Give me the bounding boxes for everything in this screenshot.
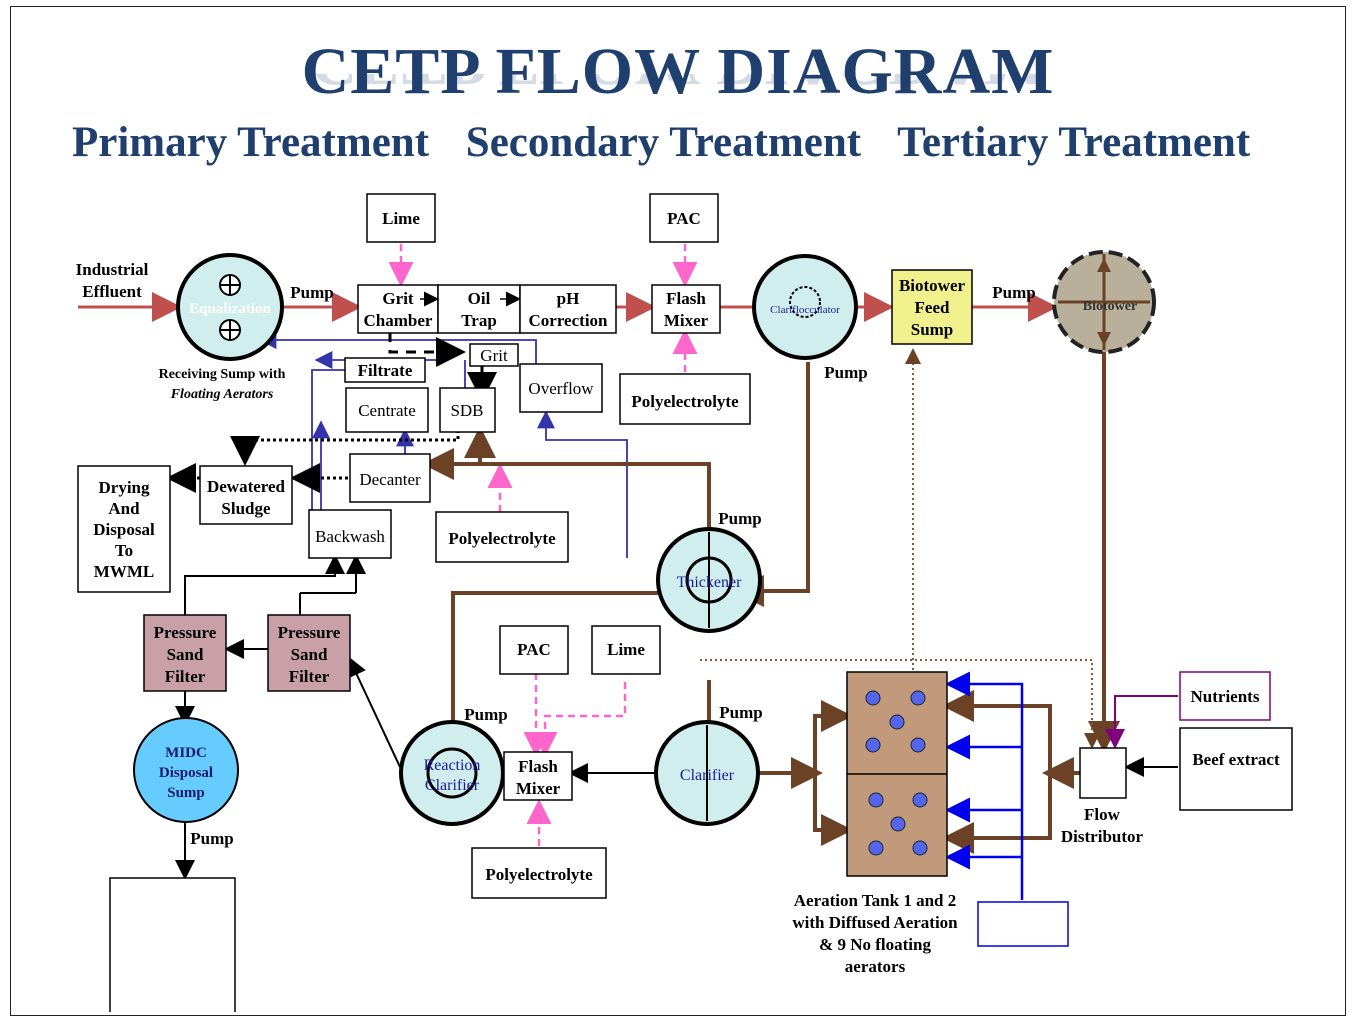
lime-bottom-box [591, 625, 661, 675]
air-source-box [977, 901, 1069, 947]
reaction-clarifier-line2: Clarifier [425, 777, 480, 794]
beef-extract-label: Beef extract [1192, 750, 1280, 769]
pump-clarifier-label: Pump [719, 703, 762, 722]
flow-distributor-box [1079, 747, 1127, 799]
grit-label: Grit [480, 346, 508, 365]
lime-bottom-label: Lime [607, 640, 645, 659]
midc-disposal-sump [133, 717, 239, 823]
pac-top-box [649, 193, 719, 243]
pump-biotower-label: Pump [992, 283, 1035, 302]
equalization-tank [176, 253, 284, 361]
clariflocculator-tank [752, 254, 858, 360]
polyelectrolyte-mid-box [435, 511, 569, 563]
treatment-stages: Primary Treatment Secondary Treatment Te… [72, 118, 1276, 167]
centrate-label: Centrate [358, 401, 416, 420]
aeration-tank [846, 671, 948, 877]
decanter-label: Decanter [359, 470, 421, 489]
overflow-box [519, 363, 603, 413]
polyelectrolyte-bottom-box [471, 847, 607, 899]
filtrate-label: Filtrate [358, 361, 413, 380]
stage-primary: Primary Treatment [72, 119, 430, 166]
final-outlet-box [109, 877, 236, 1012]
nutrients-label: Nutrients [1191, 687, 1260, 706]
reaction-clarifier-line1: Reaction [424, 757, 481, 774]
pac-bottom-box [499, 625, 569, 675]
sdb-box [439, 387, 496, 433]
sdb-label: SDB [450, 401, 483, 420]
biotower-label: Biotower [1083, 299, 1137, 314]
decanter-box [349, 453, 431, 503]
stage-tertiary: Tertiary Treatment [897, 119, 1251, 166]
backwash-box [308, 509, 392, 559]
pump-label-1: Pump [290, 283, 333, 302]
polyelectrolyte-mid-label: Polyelectrolyte [448, 529, 556, 548]
flash-mixer-top-box [651, 284, 721, 334]
psf-right-box [267, 614, 351, 692]
biotower-tank [1052, 250, 1156, 354]
pac-bottom-label: PAC [517, 640, 551, 659]
lime-top-box [366, 193, 436, 243]
flash-mixer-bottom-box [503, 751, 573, 801]
pump-thickener-label: Pump [718, 509, 761, 528]
polyelectrolyte-top-label: Polyelectrolyte [631, 392, 739, 411]
drying-box [77, 465, 171, 593]
chemical-dosing-lines [388, 244, 698, 846]
reaction-clarifier-tank [399, 720, 505, 826]
polyelectrolyte-bottom-label: Polyelectrolyte [485, 865, 593, 884]
stage-secondary: Secondary Treatment [465, 119, 862, 166]
beef-extract-box [1179, 727, 1293, 811]
psf-left-box [143, 614, 227, 692]
grit-box [469, 343, 519, 367]
thickener-label: Thickener [677, 574, 743, 591]
clariflocculator-label: Clariflocculator [770, 304, 840, 316]
ph-correction-box [519, 284, 617, 334]
polyelectrolyte-top-box [619, 373, 751, 425]
dewatered-sludge-box [199, 465, 293, 525]
backwash-label: Backwash [315, 527, 385, 546]
filtrate-box [344, 357, 426, 383]
lime-top-label: Lime [382, 209, 420, 228]
pump-reaction-label: Pump [464, 705, 507, 724]
biotower-feed-sump-box [891, 269, 973, 345]
overflow-label: Overflow [528, 379, 594, 398]
pump-midc-label: Pump [190, 829, 233, 848]
clarifier-tank [654, 720, 760, 826]
pump-clarifloc-label: Pump [824, 363, 867, 382]
pac-top-label: PAC [667, 209, 701, 228]
page-title: CETP FLOW DIAGRAM [301, 35, 1055, 108]
nutrient-line [1105, 695, 1178, 749]
air-supply-lines [945, 671, 1024, 900]
recycle-dotted-lines [700, 348, 1100, 749]
thickener-tank [656, 527, 762, 633]
clarifier-label: Clarifier [680, 767, 735, 784]
equalization-label: Equalization [189, 301, 271, 317]
nutrients-box [1179, 671, 1271, 721]
centrate-box [345, 387, 429, 433]
